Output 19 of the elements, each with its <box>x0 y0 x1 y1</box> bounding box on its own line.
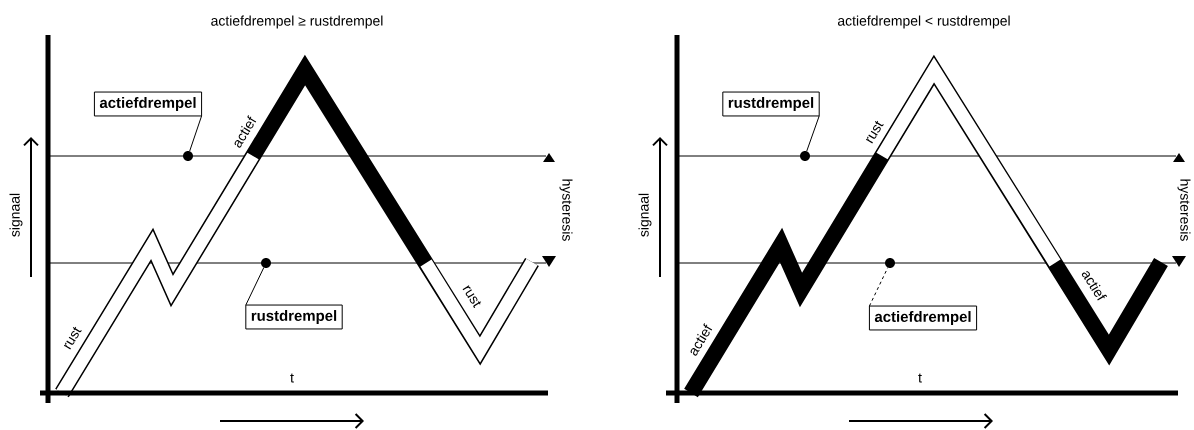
axis-label: signaal <box>638 193 652 237</box>
label-box: rustdrempel <box>722 91 820 117</box>
label-box: actiefdrempel <box>93 91 203 117</box>
axis-label: t <box>290 373 294 383</box>
axis-label: t <box>918 373 922 383</box>
label-box: rustdrempel <box>245 304 343 330</box>
leader-line <box>868 267 889 307</box>
axis-label: signaal <box>9 193 23 237</box>
band-label: rust <box>63 326 82 350</box>
leader-line <box>806 115 820 152</box>
dimension-label: hysteresis <box>559 179 573 241</box>
band-label: rust <box>462 285 482 309</box>
leader-line <box>189 115 203 152</box>
leader-line <box>245 267 265 306</box>
chart-title: actiefdrempel < rustdrempel <box>837 15 1010 29</box>
band-label: rust <box>865 120 884 144</box>
dimension-label: hysteresis <box>1177 179 1191 241</box>
label-box: actiefdrempel <box>868 305 978 331</box>
chart-title: actiefdrempel ≥ rustdrempel <box>211 15 383 29</box>
